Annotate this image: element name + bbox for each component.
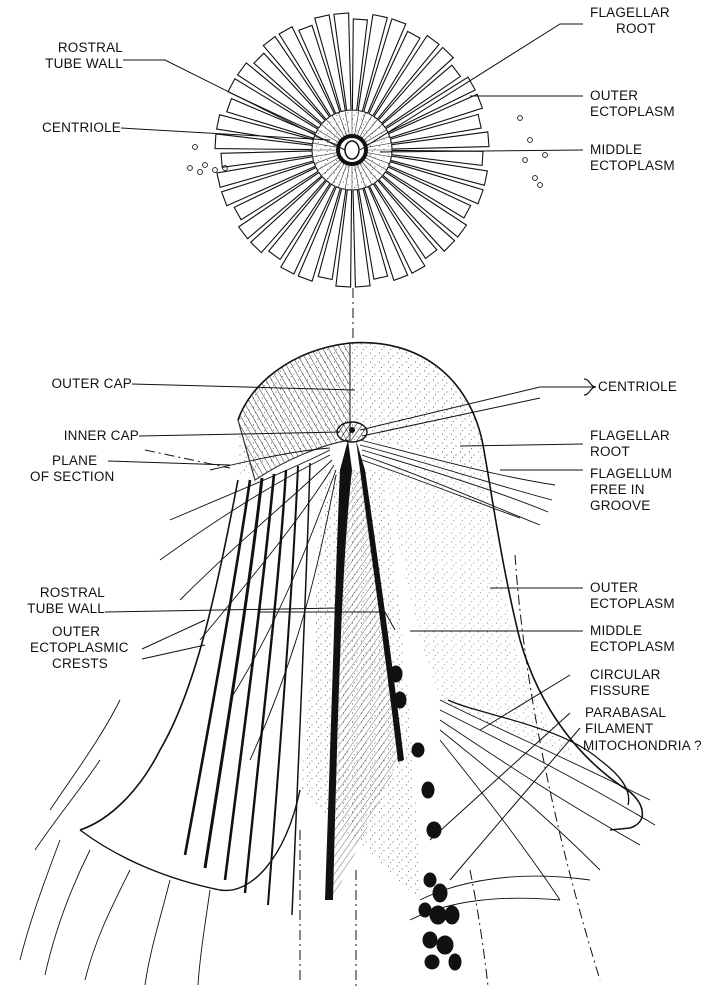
left-fibrils: [20, 448, 336, 985]
granule: [198, 170, 203, 175]
label-centriole-top: CENTRIOLE: [10, 120, 121, 136]
crest-base-curve: [80, 790, 300, 890]
rosette-segment: [383, 65, 461, 127]
outer-ectoplasmic-crests: [80, 463, 310, 915]
label-outer-ectoplasm-side: OUTER ECTOPLASM: [590, 580, 675, 612]
label-middle-ectoplasm-side: MIDDLE ECTOPLASM: [590, 623, 675, 655]
rosette-segment: [370, 184, 425, 273]
rosette-segment: [234, 168, 318, 220]
label-centriole-side: CENTRIOLE: [598, 379, 677, 395]
granule: [533, 176, 538, 181]
rosette-segment: [228, 79, 318, 133]
rosette-segment: [269, 181, 330, 260]
granule: [543, 153, 548, 158]
rosette-segment: [379, 47, 454, 123]
label-flagellar-root-side: FLAGELLAR ROOT: [590, 428, 670, 460]
granule: [193, 145, 198, 150]
rostral-tube-wall-ring: [338, 136, 366, 164]
label-rostral-tube-wall-side: ROSTRAL TUBE WALL: [0, 585, 105, 617]
label-middle-ectoplasm-top: MIDDLE ECTOPLASM: [590, 142, 675, 174]
rosette-segment: [279, 27, 334, 116]
centriole-dot: [349, 427, 355, 433]
label-parabasal-filament: PARABASAL FILAMENT: [585, 705, 666, 737]
granule: [213, 168, 218, 173]
granule: [523, 158, 528, 163]
granule: [223, 166, 228, 171]
granule: [538, 183, 543, 188]
rosette-segment: [281, 184, 335, 274]
label-flagellum-free-in-groove: FLAGELLUM FREE IN GROOVE: [590, 466, 672, 514]
granule: [188, 166, 193, 171]
cross-section-rosette: [188, 13, 548, 287]
rosette-segment: [386, 167, 470, 218]
granule: [528, 138, 533, 143]
label-outer-ectoplasmic-crests: OUTER ECTOPLASMIC CRESTS: [30, 624, 129, 672]
label-flagellar-root-top: FLAGELLAR ROOT: [590, 5, 670, 37]
rosette-segment: [379, 177, 455, 252]
label-outer-cap: OUTER CAP: [10, 376, 132, 392]
granule: [203, 163, 208, 168]
label-plane-of-section: PLANE OF SECTION: [30, 453, 115, 485]
rosette-segment: [383, 172, 467, 237]
label-outer-ectoplasm-top: OUTER ECTOPLASM: [590, 88, 675, 120]
label-circular-fissure: CIRCULAR FISSURE: [590, 667, 661, 699]
granule: [518, 116, 523, 121]
label-rostral-tube-wall-top: ROSTRAL TUBE WALL: [20, 40, 123, 72]
label-mitochondria: MITOCHONDRIA ?: [583, 738, 702, 754]
rosette-segment: [369, 31, 420, 115]
label-inner-cap: INNER CAP: [10, 428, 139, 444]
rosette-segment: [375, 181, 437, 259]
rosette-segment: [251, 177, 326, 253]
rosette-segment: [238, 63, 322, 128]
